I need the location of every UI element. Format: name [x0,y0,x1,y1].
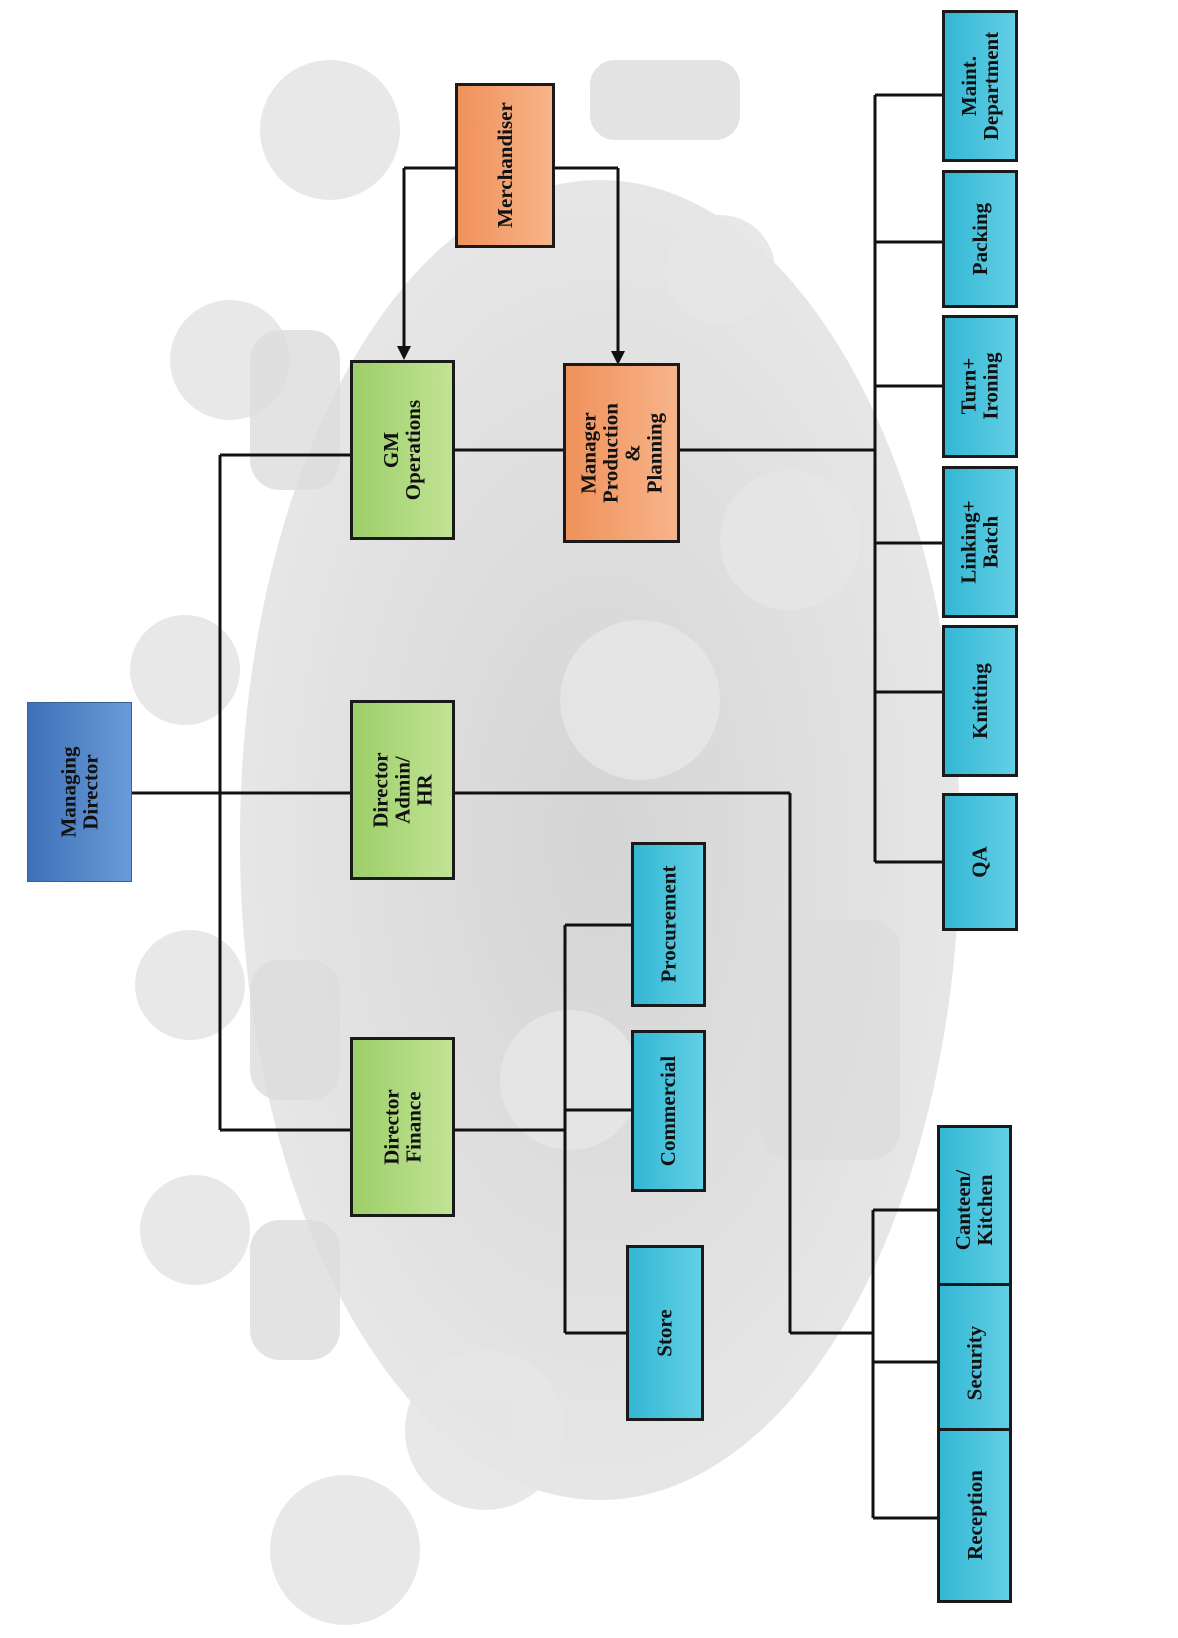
node-store: Store [626,1245,704,1421]
node-label: GM Operations [379,399,426,501]
node-label: Linking+ Batch [956,500,1003,584]
node-label: Maint. Department [956,31,1003,141]
node-reception: Reception [937,1428,1012,1603]
node-gm-operations: GM Operations [350,360,455,540]
node-packing: Packing [942,170,1018,308]
node-security: Security [937,1283,1012,1443]
node-label: Director Finance [379,1089,426,1165]
node-label: Procurement [656,865,681,984]
node-director-admin-hr: Director Admin/ HR [350,700,455,880]
node-label: Manager Production & Planning [576,403,667,503]
node-canteen-kitchen: Canteen/ Kitchen [937,1125,1012,1295]
node-managing-director: Managing Director [27,702,132,882]
node-label: Director Admin/ HR [368,752,437,828]
node-commercial: Commercial [631,1030,706,1192]
node-merchandiser: Merchandiser [455,83,555,248]
node-label: Packing [967,202,992,276]
node-maint-department: Maint. Department [942,10,1018,162]
node-label: Managing Director [56,746,103,838]
node-label: Reception [962,1470,987,1561]
node-label: Commercial [656,1055,681,1167]
node-procurement: Procurement [631,842,706,1007]
node-label: Turn+ Ironing [956,352,1003,421]
node-label: Canteen/ Kitchen [951,1169,998,1251]
node-director-finance: Director Finance [350,1037,455,1217]
node-label: QA [967,846,992,878]
node-manager-production-planning: Manager Production & Planning [563,363,680,543]
node-label: Knitting [967,663,992,739]
node-linking-batch: Linking+ Batch [942,466,1018,618]
node-label: Store [652,1309,677,1357]
node-knitting: Knitting [942,625,1018,777]
node-turn-ironing: Turn+ Ironing [942,315,1018,458]
node-label: Merchandiser [492,102,517,229]
node-qa: QA [942,793,1018,931]
node-label: Security [962,1325,987,1401]
